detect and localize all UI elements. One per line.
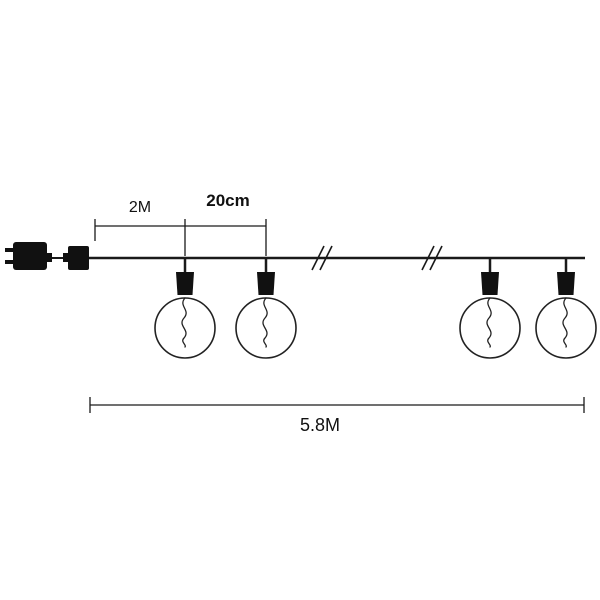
bulb-spacing-label: 20cm bbox=[206, 191, 249, 210]
top-dimension-lines: 2M 20cm bbox=[94, 191, 267, 256]
connector-body bbox=[68, 246, 89, 270]
plug-prong-bottom bbox=[5, 260, 14, 264]
string-bulb bbox=[153, 256, 217, 360]
lead-length-label: 2M bbox=[129, 199, 151, 216]
power-plug-icon bbox=[5, 242, 89, 270]
plug-prong-top bbox=[5, 248, 14, 252]
string-bulb bbox=[458, 256, 522, 360]
string-bulb bbox=[234, 256, 298, 360]
total-length-label: 5.8M bbox=[300, 415, 340, 435]
connector-tip bbox=[63, 253, 69, 262]
string-bulb bbox=[534, 256, 598, 360]
plug-nub bbox=[47, 253, 52, 262]
total-length-dimension: 5.8M bbox=[89, 397, 585, 435]
plug-body bbox=[13, 242, 47, 270]
